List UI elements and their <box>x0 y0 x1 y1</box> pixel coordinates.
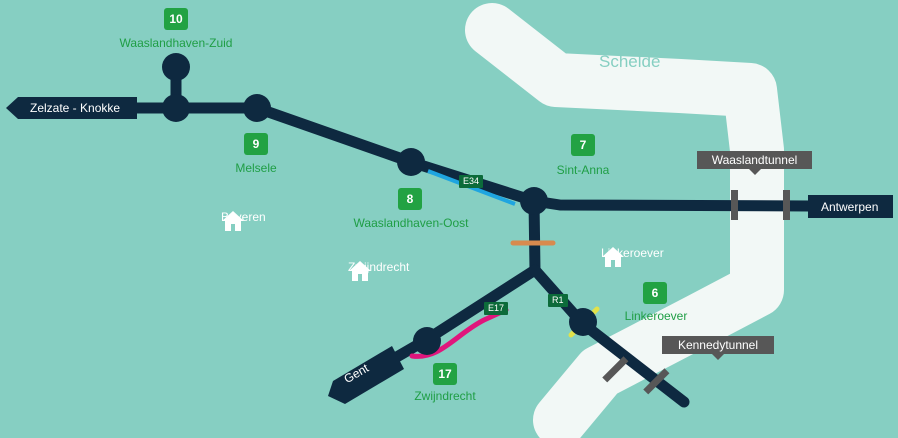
node-exit-7 <box>520 187 548 215</box>
exit-label-10: Waaslandhaven-Zuid <box>119 36 233 50</box>
tunnel-marker-kennedy-2 <box>643 368 670 395</box>
node-exit-9 <box>243 94 271 122</box>
dest-arrow-east <box>808 195 893 218</box>
destination-east: Antwerpen <box>821 200 879 214</box>
road-tag-e34: E34 <box>459 175 484 188</box>
exit-label-6: Linkeroever <box>624 309 688 323</box>
dest-arrow-south <box>328 346 404 404</box>
exit-badge-7: 7 <box>571 134 595 156</box>
exit-badge-8: 8 <box>398 188 422 210</box>
node-west-junction <box>162 94 190 122</box>
node-exit-8 <box>397 148 425 176</box>
exit-label-9: Melsele <box>235 161 277 175</box>
tunnel-label-kennedy: Kennedytunnel <box>662 336 774 360</box>
destination-west: Zelzate - Knokke <box>30 101 121 115</box>
exit-badge-17: 17 <box>433 363 457 385</box>
place-beveren: Beveren <box>221 210 266 231</box>
node-exit-6 <box>569 308 597 336</box>
road-tag-r1: R1 <box>548 294 568 307</box>
tunnel-marker-waasland-1 <box>731 190 738 220</box>
house-icon <box>222 211 244 231</box>
house-icon <box>349 261 371 281</box>
house-icon <box>602 247 624 267</box>
exit-badge-10: 10 <box>164 8 188 30</box>
tunnel-label-waasland: Waaslandtunnel <box>697 151 812 175</box>
node-exit-17 <box>413 327 441 355</box>
river-label: Schelde <box>599 52 661 71</box>
exit-badge-6: 6 <box>643 282 667 304</box>
place-linkeroever: Linkeroever <box>601 246 664 267</box>
road-e34 <box>251 102 540 207</box>
highlight-e17-magenta <box>409 307 509 359</box>
tunnel-marker-kennedy-1 <box>602 356 629 383</box>
dest-arrow-west <box>6 97 137 119</box>
road-tag-e17: E17 <box>484 302 509 315</box>
exit-label-8: Waaslandhaven-Oost <box>353 216 469 230</box>
exit-label-7: Sint-Anna <box>556 163 610 177</box>
road-e34-east <box>528 195 816 212</box>
place-zwijndrecht: Zwijndrecht <box>348 260 409 281</box>
node-exit-10 <box>162 53 190 81</box>
tunnel-marker-waasland-2 <box>783 190 790 220</box>
exit-label-17: Zwijndrecht <box>414 389 476 403</box>
exit-badge-9: 9 <box>244 133 268 155</box>
schelde-river <box>465 3 784 438</box>
